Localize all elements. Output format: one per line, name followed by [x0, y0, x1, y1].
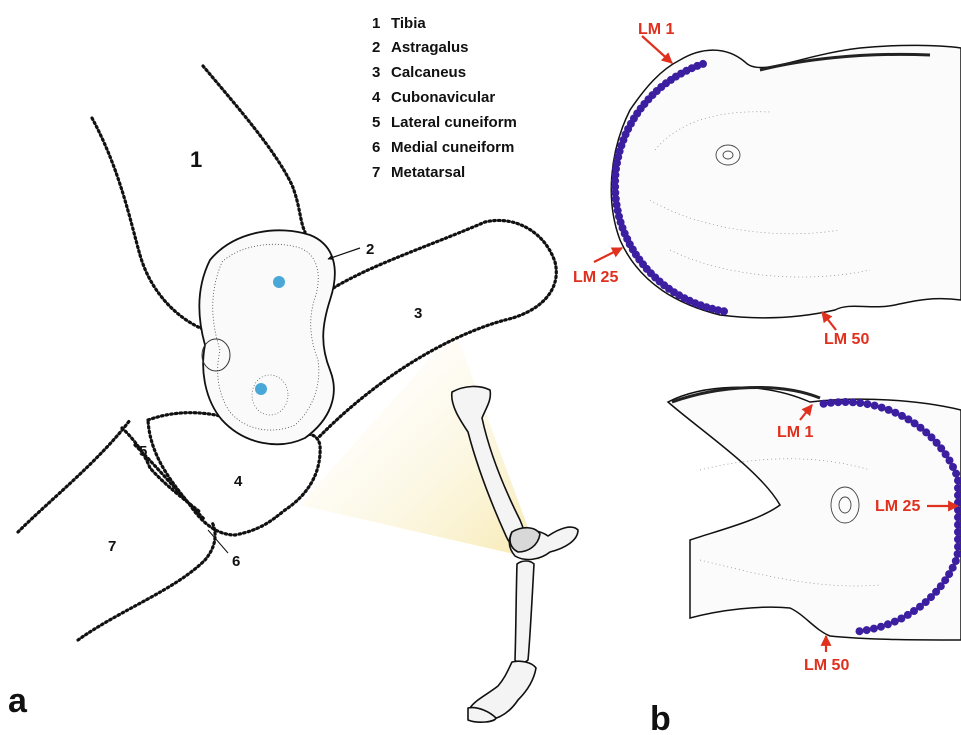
- lm-end-label-bottom: LM 50: [804, 657, 849, 674]
- bottom-landmark-dot: [827, 399, 835, 407]
- legend-name-5: Lateral cuneiform: [391, 114, 517, 131]
- panel-b-letter: b: [650, 700, 671, 735]
- legend-num-4: 4: [372, 89, 381, 106]
- lateral-cuneiform-outline: [122, 428, 200, 512]
- bottom-landmark-dot: [849, 398, 857, 406]
- bottom-landmark-dot: [952, 470, 960, 478]
- panel-a-letter: a: [8, 682, 28, 720]
- top-landmark-dot: [720, 307, 728, 315]
- panel-b-bottom: LM 1 LM 25 LM 50: [668, 387, 961, 674]
- bottom-landmark-dot: [877, 623, 885, 631]
- bottom-landmark-dot: [856, 399, 864, 407]
- label-metatarsal: 7: [108, 538, 116, 555]
- bottom-landmark-dot: [856, 627, 864, 635]
- metatarsal-outline-top: [18, 420, 130, 532]
- label-lateral-cuneiform: 5: [139, 443, 147, 460]
- bottom-landmark-dot: [878, 404, 886, 412]
- bottom-landmark-dot: [863, 400, 871, 408]
- tibia-outline: [92, 118, 205, 330]
- highlight-dot-lower: [255, 383, 267, 395]
- bottom-landmark-dot: [891, 618, 899, 626]
- legend-name-2: Astragalus: [391, 39, 469, 56]
- legend-name-1: Tibia: [391, 15, 426, 32]
- bottom-landmark-dot: [870, 625, 878, 633]
- label-tibia: 1: [190, 147, 202, 172]
- tibia-outline-right: [203, 66, 305, 232]
- bottom-landmark-dot: [834, 398, 842, 406]
- lm-mid-label-bottom: LM 25: [875, 498, 920, 515]
- leg-skeleton-illustration: [452, 386, 578, 722]
- astragalus-drawing: [199, 230, 335, 444]
- legend-name-6: Medial cuneiform: [391, 139, 514, 156]
- legend-name-4: Cubonavicular: [391, 89, 495, 106]
- bottom-landmark-dot: [863, 626, 871, 634]
- legend-num-1: 1: [372, 15, 380, 32]
- highlight-dot-upper: [273, 276, 285, 288]
- label-astragalus: 2: [366, 241, 374, 258]
- bone-legend: 1 Tibia 2 Astragalus 3 Calcaneus 4 Cubon…: [372, 15, 517, 181]
- legend-num-2: 2: [372, 39, 380, 56]
- panel-a: 1 2 3 4 5 6 7 a: [8, 66, 578, 722]
- legend-num-3: 3: [372, 64, 380, 81]
- legend-num-5: 5: [372, 114, 380, 131]
- metatarsal-outline-bottom: [78, 522, 215, 640]
- legend-name-3: Calcaneus: [391, 64, 466, 81]
- lm-start-label-top: LM 1: [638, 21, 675, 38]
- lm-start-label-bottom: LM 1: [777, 424, 814, 441]
- bottom-landmark-dot: [842, 398, 850, 406]
- legend-num-6: 6: [372, 139, 380, 156]
- label-medial-cuneiform: 6: [232, 553, 240, 570]
- legend-name-7: Metatarsal: [391, 164, 465, 181]
- legend-num-7: 7: [372, 164, 380, 181]
- panel-b-top: LM 1 LM 25 LM 50: [573, 21, 961, 348]
- label-cubonavicular: 4: [234, 473, 243, 490]
- label-calcaneus: 3: [414, 305, 422, 322]
- lm-mid-label-top: LM 25: [573, 269, 618, 286]
- bottom-landmark-dot: [884, 620, 892, 628]
- astragalus-pointer: [328, 248, 360, 259]
- bottom-landmark-dot: [871, 402, 879, 410]
- bottom-landmark-dot: [820, 400, 828, 408]
- lm-end-label-top: LM 50: [824, 331, 869, 348]
- bottom-landmark-dot: [885, 406, 893, 414]
